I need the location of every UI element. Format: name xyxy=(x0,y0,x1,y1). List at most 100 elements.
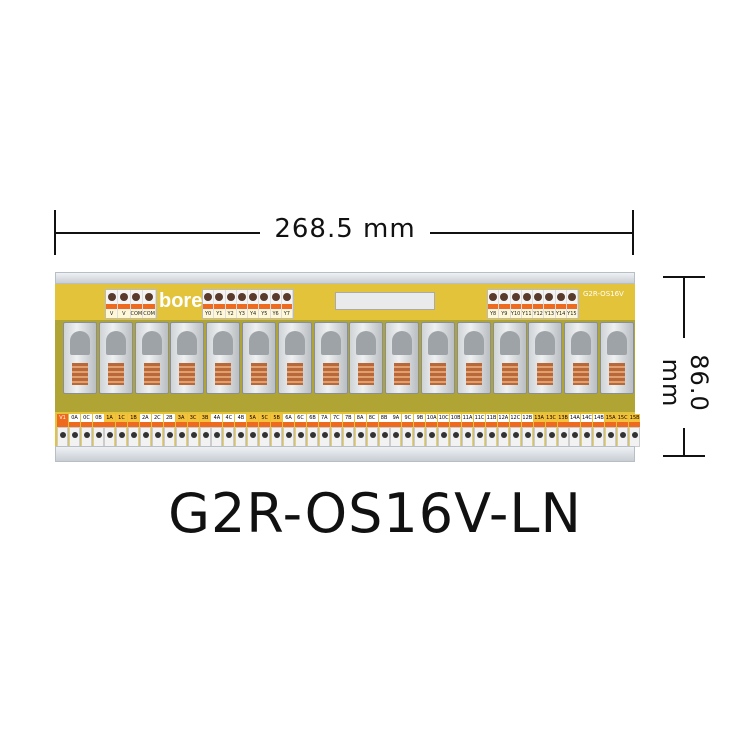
terminal-release-lever xyxy=(270,304,281,309)
output-terminal: 14C xyxy=(581,414,593,447)
output-terminal-label: 0B xyxy=(93,414,104,422)
terminal-hole xyxy=(187,427,199,447)
terminal-pin: Y15 xyxy=(566,290,578,318)
terminal-pin: COM xyxy=(130,290,144,318)
terminal-release-lever xyxy=(629,422,641,427)
output-terminal: 0B xyxy=(93,414,104,447)
terminal-hole xyxy=(569,427,581,447)
output-terminal-label: 9C xyxy=(402,414,414,422)
output-terminal: 2B xyxy=(163,414,175,447)
terminal-hole xyxy=(249,293,258,301)
terminal-release-lever xyxy=(151,422,163,427)
terminal-hole xyxy=(318,427,330,447)
terminal-release-lever xyxy=(57,422,68,427)
terminal-hole xyxy=(617,427,629,447)
terminal-release-lever xyxy=(366,422,378,427)
terminal-hole xyxy=(390,427,402,447)
terminal-label: Y2 xyxy=(225,310,236,318)
output-terminal-label: 2B xyxy=(163,414,175,422)
terminal-pin: Y0 xyxy=(203,290,215,318)
terminal-hole xyxy=(199,427,211,447)
terminal-release-lever xyxy=(259,304,270,309)
terminal-release-lever xyxy=(438,422,450,427)
terminal-hole xyxy=(69,427,80,447)
output-terminal-label: 7B xyxy=(342,414,354,422)
terminal-pin: V xyxy=(118,290,131,318)
terminal-release-lever xyxy=(581,422,593,427)
output-terminal-label: 15B xyxy=(629,414,641,422)
output-terminal-label: 14B xyxy=(593,414,605,422)
output-terminal-label: 6B xyxy=(307,414,318,422)
width-dimension-tick-right xyxy=(632,210,634,255)
terminal-pin: Y12 xyxy=(533,290,545,318)
relay-cap xyxy=(535,331,556,355)
output-terminal-label: 9B xyxy=(414,414,426,422)
terminal-label: Y6 xyxy=(270,310,281,318)
terminal-release-lever xyxy=(330,422,342,427)
output-terminal: 13C xyxy=(545,414,557,447)
relay-coil xyxy=(286,363,303,385)
terminal-release-lever xyxy=(283,422,294,427)
terminal-hole xyxy=(128,427,139,447)
terminal-pin: Y1 xyxy=(214,290,226,318)
terminal-hole xyxy=(509,427,521,447)
relay xyxy=(206,322,241,394)
terminal-hole xyxy=(426,427,438,447)
relay-cap xyxy=(463,331,484,355)
output-terminal: 9A xyxy=(390,414,402,447)
terminal-release-lever xyxy=(450,422,462,427)
relay xyxy=(456,322,491,394)
output-terminal-label: 11C xyxy=(474,414,485,422)
terminal-hole xyxy=(511,293,520,301)
terminal-release-lever xyxy=(497,422,509,427)
relay-cap xyxy=(392,331,413,355)
output-terminal: 11B xyxy=(486,414,497,447)
terminal-release-lever xyxy=(187,422,199,427)
terminal-hole xyxy=(354,427,366,447)
output-terminal-label: 6C xyxy=(295,414,306,422)
terminal-hole xyxy=(557,427,569,447)
terminal-hole xyxy=(204,293,213,301)
output-terminal: 0C xyxy=(81,414,92,447)
terminal-release-lever xyxy=(143,304,155,309)
output-terminal-label: 14A xyxy=(569,414,581,422)
terminal-label: Y1 xyxy=(214,310,225,318)
terminal-pin: Y7 xyxy=(281,290,293,318)
din-rail-top xyxy=(55,272,635,284)
terminal-release-lever xyxy=(474,422,485,427)
output-terminal-label: 2A xyxy=(139,414,151,422)
terminal-hole xyxy=(119,293,128,301)
terminal-release-lever xyxy=(569,422,581,427)
terminal-label: COM xyxy=(130,310,143,318)
relay-cap xyxy=(249,331,269,355)
relay-cap xyxy=(356,331,377,355)
output-terminal-label: 8A xyxy=(354,414,366,422)
terminal-hole xyxy=(497,427,509,447)
output-terminal: 12C xyxy=(509,414,521,447)
terminal-release-lever xyxy=(545,422,557,427)
terminal-release-lever xyxy=(402,422,414,427)
terminal-release-lever xyxy=(163,422,175,427)
relay-coil xyxy=(573,363,590,385)
terminal-release-lever xyxy=(499,304,510,309)
terminal-hole xyxy=(163,427,175,447)
output-terminal: 0A xyxy=(69,414,80,447)
terminal-pin: Y10 xyxy=(510,290,522,318)
output-terminal-label: 4A xyxy=(211,414,223,422)
relay-cap xyxy=(284,331,305,355)
terminal-hole xyxy=(223,427,235,447)
output-terminal: 1C xyxy=(116,414,127,447)
output-terminal: 14A xyxy=(569,414,581,447)
relay-cap xyxy=(177,331,198,355)
output-terminal: 11C xyxy=(474,414,485,447)
terminal-pin: V xyxy=(106,290,119,318)
terminal-release-lever xyxy=(235,422,247,427)
terminal-release-lever xyxy=(617,422,629,427)
output-terminal: 9B xyxy=(414,414,426,447)
relay xyxy=(564,322,599,394)
output-terminal-label: 2C xyxy=(151,414,163,422)
